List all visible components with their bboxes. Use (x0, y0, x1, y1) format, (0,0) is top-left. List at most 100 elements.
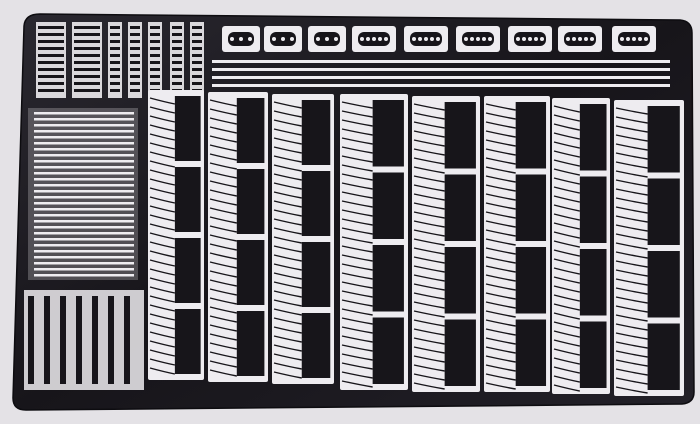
rung-line (34, 178, 134, 181)
connector-pin (325, 37, 329, 41)
ladder-rung (74, 26, 100, 29)
connector-row (222, 26, 656, 52)
panel-wire (413, 175, 445, 183)
panel-block (236, 169, 265, 234)
panel-wire (273, 227, 302, 235)
ladder-rung (110, 47, 120, 50)
rung-line (34, 154, 134, 157)
ladder-rung (150, 40, 160, 43)
ladder-rung (172, 26, 182, 29)
connector-pin (578, 37, 582, 41)
connector-pin (239, 37, 243, 41)
panel-wire (485, 274, 516, 282)
ladder-rung (38, 82, 64, 85)
ladder-rung (192, 33, 202, 36)
panel-wire (485, 283, 516, 291)
panel-wire (341, 371, 373, 379)
ladder-rung (38, 40, 64, 43)
connector-pin (572, 37, 576, 41)
rung-line (34, 148, 134, 151)
panel-wire (341, 173, 373, 181)
panel-wire (485, 310, 516, 318)
panel-wire (615, 197, 648, 205)
ladder-rung (172, 61, 182, 64)
bottom-left-strip (44, 296, 50, 384)
ladder-rung (38, 33, 64, 36)
connector-pin (248, 37, 252, 41)
rung-line (34, 274, 134, 277)
panel-wire (553, 384, 580, 392)
rung-line (34, 124, 134, 127)
rung-line (34, 118, 134, 121)
panel-wire (553, 366, 580, 374)
panel-wire (149, 169, 176, 177)
panel-wire (485, 337, 516, 345)
panel-wire (209, 351, 237, 359)
panel-wire (413, 265, 445, 273)
panel-wire (149, 349, 176, 357)
panel-block (372, 317, 404, 384)
connector-pin (424, 37, 428, 41)
rung-line (34, 220, 134, 223)
panel-wire (341, 281, 373, 289)
panel-wire (413, 139, 445, 147)
panel-wire (413, 121, 445, 129)
horizontal-rails (212, 60, 670, 87)
panel-wire (273, 344, 302, 352)
connector-pin (290, 37, 294, 41)
panel-wire (341, 335, 373, 343)
rung-line (34, 130, 134, 133)
connector-pin (436, 37, 440, 41)
ladder-rung (38, 47, 64, 50)
rail-line (212, 84, 670, 87)
left-rung-ladder (28, 108, 138, 280)
panel-block (647, 251, 680, 318)
panel-wire (341, 362, 373, 370)
panel-wire (209, 117, 237, 125)
panel-wire (273, 281, 302, 289)
ladder-rung (110, 82, 120, 85)
panel-wire (273, 308, 302, 316)
panel-wire (149, 196, 176, 204)
rung-line (34, 226, 134, 229)
panel-wire (553, 240, 580, 248)
panel-wire (485, 328, 516, 336)
panel-block (301, 100, 331, 165)
panel-wire (413, 103, 445, 111)
panel-wire (553, 195, 580, 203)
panel-wire (209, 360, 237, 368)
panel-wire (149, 304, 176, 312)
panel-wire (553, 276, 580, 284)
panel-wire (413, 148, 445, 156)
panel-wire (413, 292, 445, 300)
panel-wire (273, 290, 302, 298)
panel-wire (209, 315, 237, 323)
panel-wire (485, 238, 516, 246)
panel-wire (553, 222, 580, 230)
panel-wire (209, 216, 237, 224)
bottom-left-strip (28, 296, 34, 384)
ladder-rung (74, 47, 100, 50)
panel-wire (485, 319, 516, 327)
panel-wire (149, 331, 176, 339)
panel-wire (615, 224, 648, 232)
panel-wire (149, 286, 176, 294)
panel-wire (615, 287, 648, 295)
panel-wire (209, 270, 237, 278)
panel-block (301, 171, 331, 236)
connector-pin (470, 37, 474, 41)
panel-wire (413, 202, 445, 210)
panel-wire (341, 119, 373, 127)
panel-wire (209, 333, 237, 341)
ladder-rung (130, 33, 140, 36)
panel-wire (413, 319, 445, 327)
ladder-rung (74, 89, 100, 92)
panel-wire (209, 252, 237, 260)
panel-wire (273, 353, 302, 361)
panel-block (174, 238, 201, 303)
ladder-rung (130, 40, 140, 43)
rung-line (34, 208, 134, 211)
panel-wire (615, 260, 648, 268)
ladder-rung (38, 89, 64, 92)
panel-wire (149, 367, 176, 375)
